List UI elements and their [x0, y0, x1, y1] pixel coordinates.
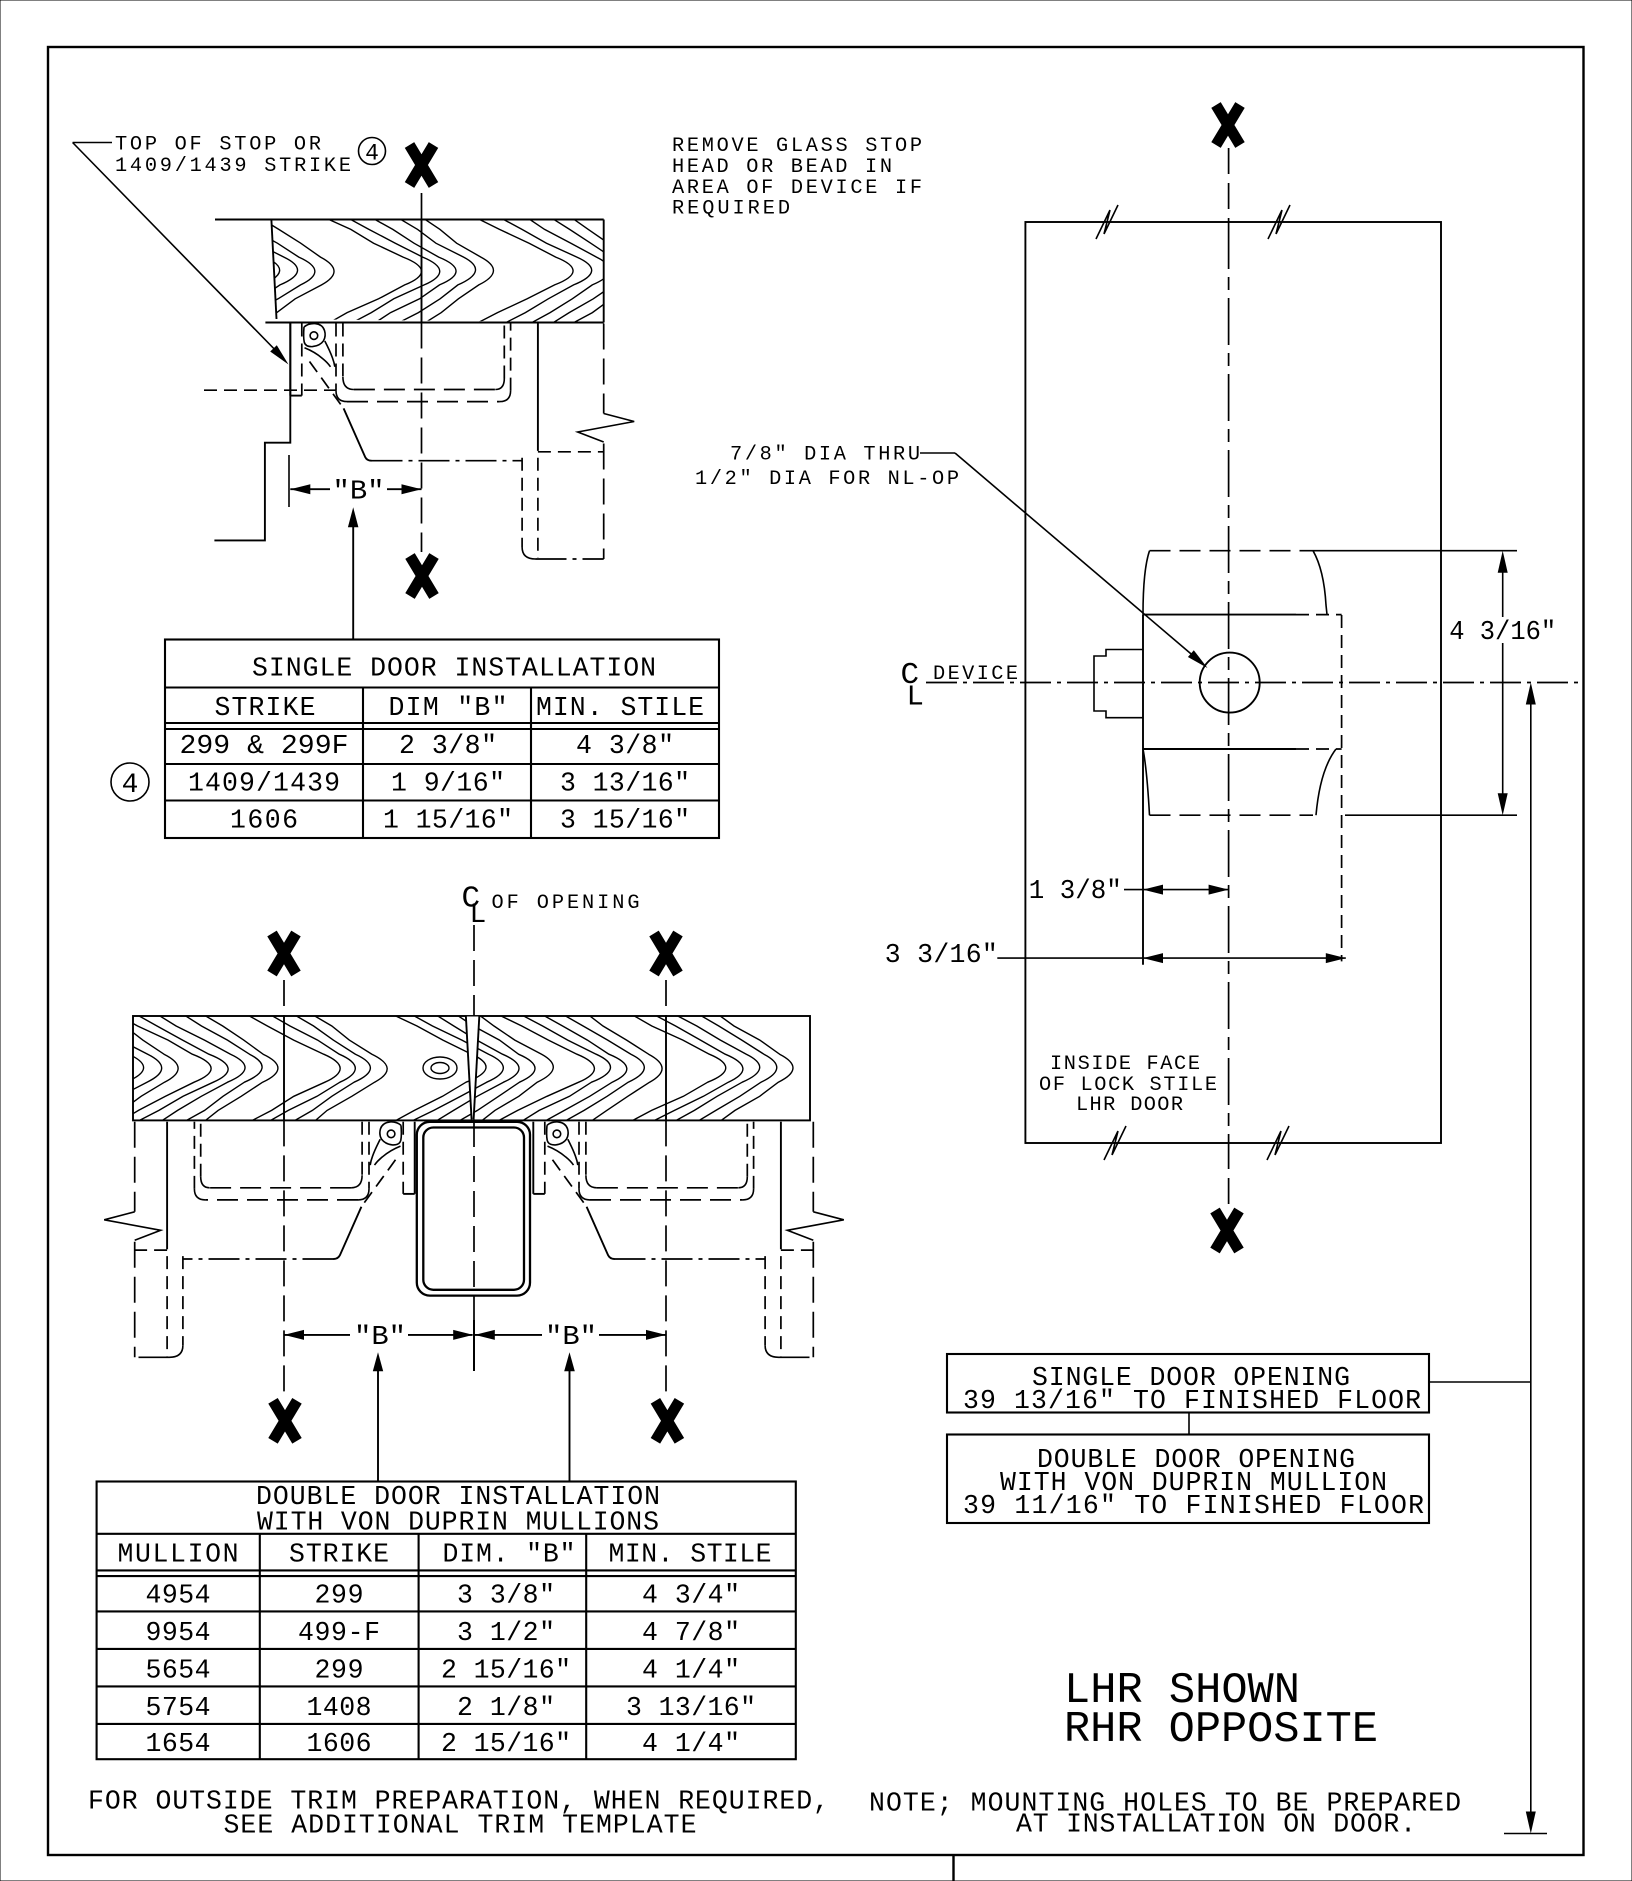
svg-text:4 3/4": 4 3/4" — [642, 1581, 740, 1611]
svg-text:AREA OF DEVICE IF: AREA OF DEVICE IF — [672, 177, 922, 200]
svg-text:HEAD OR BEAD IN: HEAD OR BEAD IN — [672, 156, 892, 179]
svg-text:4 1/4": 4 1/4" — [642, 1729, 740, 1759]
svg-text:1654: 1654 — [146, 1729, 211, 1759]
svg-text:2 15/16": 2 15/16" — [441, 1655, 571, 1685]
svg-text:499-F: 499-F — [298, 1618, 380, 1648]
svg-text:1606: 1606 — [230, 805, 298, 835]
svg-text:39 11/16" TO FINISHED FLOOR: 39 11/16" TO FINISHED FLOOR — [963, 1491, 1424, 1521]
svg-text:1606: 1606 — [307, 1729, 372, 1759]
svg-text:1408: 1408 — [307, 1693, 372, 1723]
svg-text:AT INSTALLATION ON DOOR.: AT INSTALLATION ON DOOR. — [1016, 1810, 1416, 1840]
svg-text:DOUBLE DOOR INSTALLATION: DOUBLE DOOR INSTALLATION — [256, 1482, 660, 1512]
svg-text:3 15/16": 3 15/16" — [560, 805, 690, 835]
svg-text:REQUIRED: REQUIRED — [672, 198, 790, 221]
svg-text:SINGLE DOOR INSTALLATION: SINGLE DOOR INSTALLATION — [252, 654, 656, 684]
svg-text:9954: 9954 — [146, 1618, 211, 1648]
svg-text:2 1/8": 2 1/8" — [457, 1693, 555, 1723]
svg-text:C: C — [901, 658, 920, 693]
svg-text:299: 299 — [315, 1581, 364, 1611]
svg-text:MIN. STILE: MIN. STILE — [609, 1540, 772, 1570]
svg-text:1409/1439: 1409/1439 — [188, 768, 340, 798]
svg-text:L: L — [907, 680, 924, 713]
svg-text:"B": "B" — [545, 1322, 597, 1352]
svg-text:3 3/8": 3 3/8" — [457, 1581, 555, 1611]
svg-text:STRIKE: STRIKE — [289, 1540, 389, 1570]
svg-text:3 3/16": 3 3/16" — [885, 940, 998, 970]
svg-text:DOUBLE DOOR OPENING: DOUBLE DOOR OPENING — [1037, 1445, 1355, 1475]
svg-text:LHR DOOR: LHR DOOR — [1076, 1094, 1183, 1117]
svg-text:39 13/16" TO FINISHED FLOOR: 39 13/16" TO FINISHED FLOOR — [963, 1386, 1421, 1416]
svg-text:SINGLE DOOR OPENING: SINGLE DOOR OPENING — [1032, 1363, 1350, 1393]
svg-text:4 7/8": 4 7/8" — [642, 1618, 740, 1648]
svg-text:2 15/16": 2 15/16" — [441, 1729, 571, 1759]
svg-text:OF OPENING: OF OPENING — [492, 892, 640, 915]
svg-text:LHR SHOWN: LHR SHOWN — [1064, 1667, 1300, 1716]
svg-text:4 3/16": 4 3/16" — [1449, 617, 1556, 647]
svg-text:2 3/8": 2 3/8" — [399, 731, 497, 761]
svg-text:L: L — [470, 900, 487, 931]
svg-text:1409/1439 STRIKE: 1409/1439 STRIKE — [115, 155, 351, 178]
svg-text:MULLION: MULLION — [118, 1540, 239, 1570]
svg-text:OF LOCK STILE: OF LOCK STILE — [1039, 1074, 1217, 1097]
svg-text:RHR OPPOSITE: RHR OPPOSITE — [1064, 1706, 1378, 1755]
svg-text:1 15/16": 1 15/16" — [383, 805, 513, 835]
svg-text:3 1/2": 3 1/2" — [457, 1618, 555, 1648]
svg-text:3 13/16": 3 13/16" — [560, 768, 690, 798]
svg-text:SEE ADDITIONAL TRIM TEMPLATE: SEE ADDITIONAL TRIM TEMPLATE — [224, 1811, 697, 1841]
svg-text:WITH VON DUPRIN MULLION: WITH VON DUPRIN MULLION — [1000, 1468, 1387, 1498]
svg-text:STRIKE: STRIKE — [215, 693, 316, 723]
svg-text:7/8" DIA THRU: 7/8" DIA THRU — [730, 444, 920, 467]
svg-text:4: 4 — [365, 141, 379, 167]
svg-text:INSIDE FACE: INSIDE FACE — [1050, 1053, 1200, 1076]
svg-text:4 1/4": 4 1/4" — [642, 1655, 740, 1685]
svg-text:DIM. "B": DIM. "B" — [443, 1540, 576, 1570]
svg-text:DIM "B": DIM "B" — [389, 693, 508, 723]
svg-text:4954: 4954 — [146, 1581, 211, 1611]
svg-text:1 9/16": 1 9/16" — [391, 768, 505, 798]
svg-text:1 3/8": 1 3/8" — [1029, 876, 1122, 906]
svg-text:FOR OUTSIDE TRIM PREPARATION,: FOR OUTSIDE TRIM PREPARATION, WHEN REQUI… — [88, 1787, 829, 1817]
svg-text:4: 4 — [122, 770, 139, 801]
svg-text:299 & 299F: 299 & 299F — [180, 731, 349, 761]
svg-text:5654: 5654 — [146, 1655, 211, 1685]
svg-text:3 13/16": 3 13/16" — [626, 1693, 756, 1723]
svg-text:NOTE; MOUNTING HOLES TO BE PRE: NOTE; MOUNTING HOLES TO BE PREPARED — [869, 1789, 1461, 1819]
svg-text:MIN. STILE: MIN. STILE — [536, 693, 704, 723]
svg-text:REMOVE GLASS STOP: REMOVE GLASS STOP — [672, 135, 922, 158]
svg-text:299: 299 — [315, 1655, 364, 1685]
svg-text:"B": "B" — [333, 476, 385, 506]
svg-text:4 3/8": 4 3/8" — [576, 731, 674, 761]
svg-text:C: C — [462, 882, 481, 917]
svg-text:5754: 5754 — [146, 1693, 211, 1723]
svg-text:"B": "B" — [354, 1322, 406, 1352]
svg-text:WITH VON DUPRIN MULLIONS: WITH VON DUPRIN MULLIONS — [257, 1508, 659, 1538]
svg-text:TOP OF STOP OR: TOP OF STOP OR — [115, 134, 321, 157]
svg-text:1/2" DIA FOR NL-OP: 1/2" DIA FOR NL-OP — [695, 468, 959, 491]
